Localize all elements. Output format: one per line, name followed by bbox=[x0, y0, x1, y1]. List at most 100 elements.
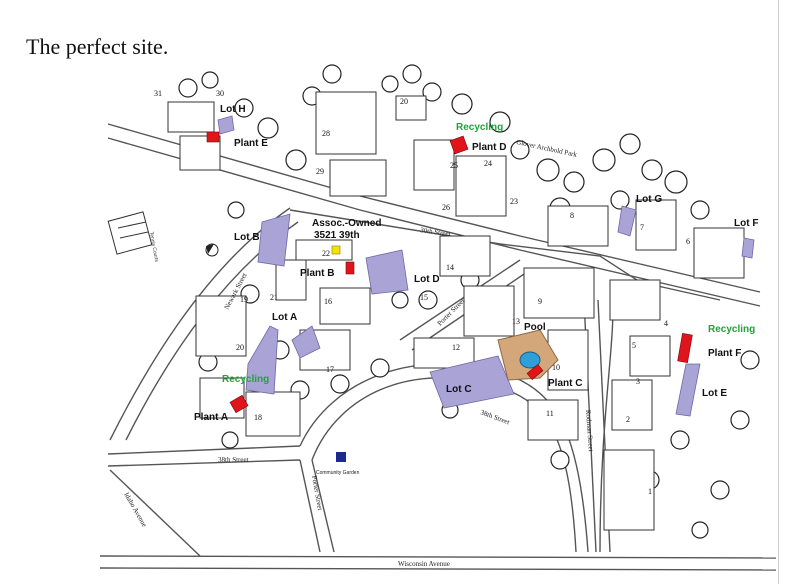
bldg-15: 15 bbox=[420, 293, 428, 302]
roads bbox=[99, 123, 777, 571]
bldg-17: 17 bbox=[326, 365, 334, 374]
bldg-26: 26 bbox=[442, 203, 450, 212]
recycling-labels: Recycling Recycling Recycling bbox=[222, 122, 755, 385]
label-lot-b: Lot B bbox=[234, 232, 260, 243]
road-top-inner bbox=[107, 137, 761, 307]
lot-c-shape bbox=[429, 355, 515, 409]
assoc-owned-shape bbox=[331, 245, 341, 255]
bldg-9: 9 bbox=[538, 297, 542, 306]
plant-labels: Plant E Plant D Plant B Plant A Plant C … bbox=[194, 138, 741, 423]
lot-b-shape bbox=[257, 213, 291, 267]
bldg-30: 30 bbox=[216, 89, 224, 98]
bldg-19: 19 bbox=[240, 295, 248, 304]
label-lot-h: Lot H bbox=[220, 104, 246, 115]
bldg-20: 20 bbox=[400, 97, 408, 106]
street-38th-left: 38th Street bbox=[218, 456, 249, 464]
label-recycling-left: Recycling bbox=[222, 374, 269, 385]
buildings bbox=[167, 91, 745, 531]
road-wisconsin-b bbox=[99, 567, 777, 571]
label-plant-f: Plant F bbox=[708, 348, 741, 359]
tennis-courts bbox=[107, 211, 153, 255]
label-recycling-top: Recycling bbox=[456, 122, 503, 133]
bldg-20b: 20 bbox=[236, 343, 244, 352]
lot-labels: Lot H Lot B Lot A Lot D Lot C Lot G Lot … bbox=[220, 104, 758, 399]
label-tennis-courts: Tennis Courts bbox=[148, 231, 159, 263]
bldg-14: 14 bbox=[446, 263, 454, 272]
road-porter-stem bbox=[299, 459, 321, 553]
bldg-22: 22 bbox=[322, 249, 330, 258]
street-wisconsin: Wisconsin Avenue bbox=[398, 560, 450, 568]
road-newark-curve bbox=[109, 207, 291, 441]
lot-h-shape bbox=[217, 115, 235, 135]
bldg-8: 8 bbox=[570, 211, 574, 220]
label-recycling-right: Recycling bbox=[708, 324, 755, 335]
parking-lots bbox=[217, 115, 755, 417]
plant-b-shape bbox=[345, 261, 355, 275]
label-plant-b: Plant B bbox=[300, 268, 334, 279]
label-assoc-owned: Assoc.-Owned bbox=[312, 218, 381, 229]
page-title: The perfect site. bbox=[26, 34, 169, 59]
plant-d-shape bbox=[449, 135, 469, 155]
frame-border bbox=[778, 0, 779, 584]
road-porter-left bbox=[299, 363, 589, 553]
bldg-11: 11 bbox=[546, 409, 554, 418]
pool-area bbox=[497, 329, 559, 381]
bldg-4: 4 bbox=[664, 319, 668, 328]
label-lot-e: Lot E bbox=[702, 388, 727, 399]
road-porter-stem-b bbox=[311, 459, 335, 553]
label-lot-a: Lot A bbox=[272, 312, 297, 323]
road-top bbox=[107, 123, 761, 293]
bldg-7: 7 bbox=[640, 223, 644, 232]
label-plant-d: Plant D bbox=[472, 142, 506, 153]
label-lot-d: Lot D bbox=[414, 274, 440, 285]
bldg-5: 5 bbox=[632, 341, 636, 350]
bldg-6: 6 bbox=[686, 237, 690, 246]
label-plant-c: Plant C bbox=[548, 378, 582, 389]
bldg-2: 2 bbox=[626, 415, 630, 424]
bldg-21: 21 bbox=[270, 293, 278, 302]
bldg-12: 12 bbox=[452, 343, 460, 352]
plant-c-shape bbox=[526, 364, 544, 380]
street-30th: 30th Street bbox=[420, 226, 451, 238]
plant-f-shape bbox=[677, 332, 693, 364]
bldg-28: 28 bbox=[322, 129, 330, 138]
road-38th-left-b bbox=[107, 459, 301, 467]
street-idaho: Idaho Avenue bbox=[122, 491, 148, 528]
bldg-18: 18 bbox=[254, 413, 262, 422]
street-38th-right: 38th Street bbox=[479, 408, 510, 426]
lot-e-shape bbox=[675, 363, 701, 417]
label-plant-e: Plant E bbox=[234, 138, 268, 149]
community-garden-shape bbox=[336, 452, 346, 462]
bldg-16: 16 bbox=[324, 297, 332, 306]
plant-a-shape bbox=[229, 394, 249, 414]
plants bbox=[206, 131, 693, 414]
street-porter-left: Porter Street bbox=[310, 475, 324, 511]
bldg-25: 25 bbox=[450, 161, 458, 170]
road-wisconsin bbox=[99, 555, 777, 559]
plant-e-shape bbox=[206, 131, 220, 143]
bldg-1: 1 bbox=[648, 487, 652, 496]
label-plant-a: Plant A bbox=[194, 412, 228, 423]
label-lot-c: Lot C bbox=[446, 384, 472, 395]
lot-g-shape bbox=[617, 205, 637, 237]
road-porter-center bbox=[399, 259, 521, 341]
label-assoc-address: 3521 39th bbox=[314, 230, 360, 241]
bldg-10: 10 bbox=[552, 363, 560, 372]
label-lot-g: Lot G bbox=[636, 194, 662, 205]
bldg-23: 23 bbox=[510, 197, 518, 206]
road-idaho bbox=[109, 469, 201, 557]
lot-f-shape bbox=[741, 237, 755, 259]
lot-d-shape bbox=[365, 249, 409, 295]
garden-label: Community Garden bbox=[316, 470, 360, 476]
north-arrow-icon bbox=[205, 243, 219, 257]
bldg-24: 24 bbox=[484, 159, 492, 168]
bldg-31: 31 bbox=[154, 89, 162, 98]
road-30th bbox=[289, 209, 721, 301]
bldg-3: 3 bbox=[636, 377, 640, 386]
label-pool: Pool bbox=[524, 322, 546, 333]
building-numbers: 31 30 28 20 29 26 25 24 23 8 7 6 22 21 1… bbox=[154, 89, 690, 496]
road-38th-left bbox=[107, 445, 301, 455]
bldg-29: 29 bbox=[316, 167, 324, 176]
lot-a-shape bbox=[245, 325, 279, 395]
